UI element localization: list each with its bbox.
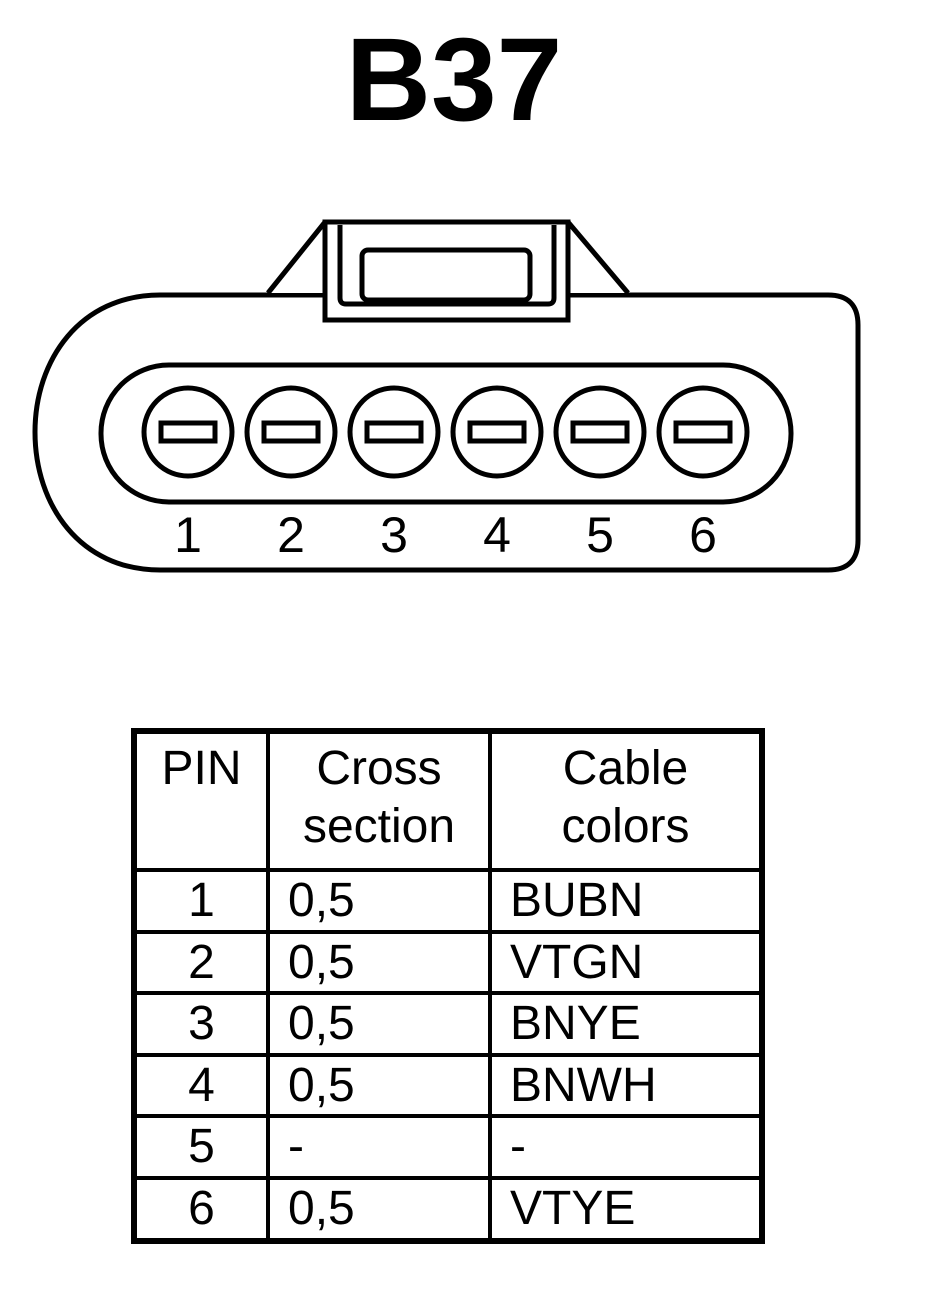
cell-pin: 2: [132, 929, 270, 996]
pin-number-label: 6: [689, 507, 717, 563]
cell-cross-section: 0,5: [266, 929, 492, 996]
latch-window: [359, 247, 533, 303]
cell-pin: 6: [132, 1175, 270, 1243]
pin-contact-1: [158, 420, 218, 444]
pins-group: 1 2 3 4 5 6: [141, 385, 750, 563]
table-row: 3 0,5 BNYE: [132, 991, 764, 1057]
pin-number-label: 5: [586, 507, 614, 563]
connector-title: B37: [346, 14, 562, 146]
pin-number-label: 3: [380, 507, 408, 563]
pin-number-label: 2: [277, 507, 305, 563]
cell-cross-section: 0,5: [266, 868, 492, 934]
table-header-row: PIN Cross section Cable colors: [132, 729, 764, 872]
pin-number-label: 4: [483, 507, 511, 563]
pin-contact-3: [364, 420, 424, 444]
table-row: 2 0,5 VTGN: [132, 929, 764, 996]
cell-cable-color: BNYE: [488, 991, 764, 1057]
header-cable-colors: Cable colors: [488, 729, 764, 872]
cell-cross-section: -: [266, 1114, 492, 1180]
header-pin-label: PIN: [161, 742, 242, 795]
table-row: 5 - -: [132, 1114, 764, 1180]
cell-pin: 1: [132, 868, 270, 934]
header-cross-line-1: Cross: [316, 742, 442, 795]
pin-number-label: 1: [174, 507, 202, 563]
cell-pin: 5: [132, 1114, 270, 1180]
pin-contact-5: [570, 420, 630, 444]
cell-cable-color: VTGN: [488, 929, 764, 996]
cell-pin: 4: [132, 1052, 270, 1119]
table-row: 4 0,5 BNWH: [132, 1052, 764, 1119]
cell-pin: 3: [132, 991, 270, 1057]
header-cross-line-2: section: [302, 799, 456, 853]
table-row: 1 0,5 BUBN: [132, 868, 764, 934]
header-colors-line-1: Cable: [562, 742, 689, 795]
header-colors-line-2: colors: [561, 799, 690, 853]
cell-cable-color: BUBN: [488, 868, 764, 934]
cell-cross-section: 0,5: [266, 1052, 492, 1119]
header-pin: PIN: [132, 729, 270, 872]
cell-cross-section: 0,5: [266, 1175, 492, 1243]
cell-cable-color: VTYE: [488, 1175, 764, 1243]
latch-inner-frame: [337, 225, 557, 307]
pin-contact-6: [673, 420, 733, 444]
pin-contact-2: [261, 420, 321, 444]
pin-contact-4: [467, 420, 527, 444]
cell-cross-section: 0,5: [266, 991, 492, 1057]
connector-diagram: B37 1 2 3 4 5 6: [32, 14, 861, 573]
table-row: 6 0,5 VTYE: [132, 1175, 764, 1243]
cell-cable-color: BNWH: [488, 1052, 764, 1119]
header-cross-section: Cross section: [266, 729, 492, 872]
pin-table: PIN Cross section Cable colors 1 0,5 BUB…: [131, 728, 765, 1244]
cell-cable-color: -: [488, 1114, 764, 1180]
